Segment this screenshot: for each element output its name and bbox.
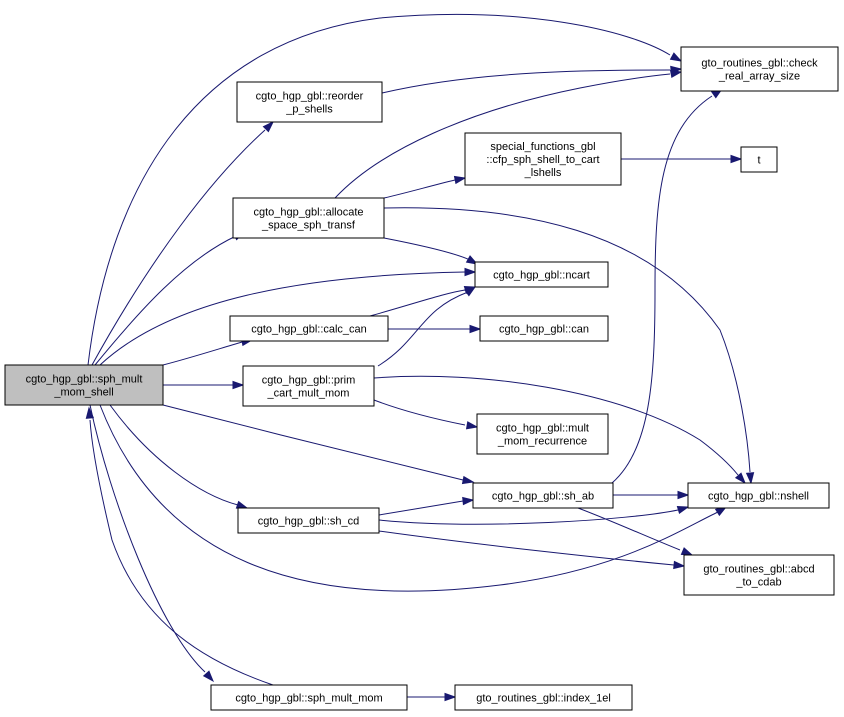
node-label: _mom_recurrence <box>497 436 587 448</box>
node-check-real-array-size[interactable]: gto_routines_gbl::check_real_array_size <box>680 46 839 92</box>
node-label: cgto_hgp_gbl::can <box>499 324 589 336</box>
edge-allocate_space-to-nshell <box>383 207 755 485</box>
arrowhead <box>464 267 477 277</box>
arrowhead <box>465 255 479 265</box>
edge-calc_can-to-ncart <box>369 285 477 317</box>
node-label: cgto_hgp_gbl::allocate <box>253 207 363 219</box>
edge-sph_mult_mom_shell-to-prim_cart_mult_mom <box>163 380 245 390</box>
node-label: _cart_mult_mom <box>267 388 350 400</box>
node-label: cgto_hgp_gbl::calc_can <box>251 324 367 336</box>
edge-prim_cart_mult_mom-to-mult_mom_recurrence <box>373 399 479 430</box>
node-label: _real_array_size <box>718 71 800 83</box>
edge-sph_mult_mom-to-sph_mult_mom_shell <box>85 406 274 686</box>
arrowhead <box>469 324 482 334</box>
arrowhead <box>235 500 249 509</box>
node-label: _space_sph_transf <box>261 220 356 232</box>
node-label: _mom_shell <box>53 387 113 399</box>
node-ncart[interactable]: cgto_hgp_gbl::ncart <box>474 261 609 288</box>
edge-cfp_sph_shell-to-t <box>621 154 743 164</box>
node-sph-mult-mom-shell[interactable]: cgto_hgp_gbl::sph_mult_mom_shell <box>4 364 164 406</box>
node-label: _p_shells <box>285 104 333 116</box>
node-calc-can[interactable]: cgto_hgp_gbl::calc_can <box>229 315 389 342</box>
node-t[interactable]: t <box>740 146 778 173</box>
arrowhead <box>734 472 746 485</box>
edge-prim_cart_mult_mom-to-nshell <box>373 375 746 485</box>
edge-sh_cd-to-sh_ab <box>378 496 475 516</box>
edge-sh_cd-to-abcd_to_cdab <box>378 530 686 570</box>
arrowhead <box>730 154 743 164</box>
arrowhead <box>462 496 475 506</box>
edge-allocate_space-to-check_real_array_size <box>334 69 683 199</box>
node-label: cgto_hgp_gbl::nshell <box>708 491 809 503</box>
node-label: special_functions_gbl <box>490 141 595 153</box>
arrowhead <box>453 175 467 185</box>
arrowhead <box>676 505 690 515</box>
arrowhead <box>262 120 275 133</box>
edge-sph_mult_mom_shell-to-ncart <box>99 267 477 366</box>
edge-sph_mult_mom_shell-to-check_real_array_size <box>87 13 683 366</box>
edge-sph_mult_mom_shell-to-sph_mult_mom <box>89 404 215 683</box>
edge-sh_ab-to-abcd_to_cdab <box>577 507 694 556</box>
edge-allocate_space-to-ncart <box>383 237 479 265</box>
arrowhead <box>461 475 475 485</box>
node-label: cgto_hgp_gbl::sh_ab <box>492 491 594 503</box>
node-index-1el[interactable]: gto_routines_gbl::index_1el <box>454 684 633 711</box>
node-label: cgto_hgp_gbl::sph_mult <box>26 374 143 386</box>
node-mult-mom-recurrence[interactable]: cgto_hgp_gbl::mult_mom_recurrence <box>476 413 609 455</box>
node-reorder-p-shells[interactable]: cgto_hgp_gbl::reorder_p_shells <box>236 81 383 123</box>
edge-sph_mult_mom_shell-to-sh_cd <box>109 404 249 509</box>
arrowhead <box>677 490 690 500</box>
edge-sh_ab-to-check_real_array_size <box>611 88 724 484</box>
arrowhead <box>444 692 457 702</box>
arrowhead <box>465 421 479 430</box>
node-prim-cart-mult-mom[interactable]: cgto_hgp_gbl::prim_cart_mult_mom <box>242 365 375 407</box>
node-nshell[interactable]: cgto_hgp_gbl::nshell <box>687 482 830 509</box>
node-label: ::cfp_sph_shell_to_cart <box>486 154 599 166</box>
arrowhead <box>464 286 477 297</box>
node-label: _lshells <box>524 167 562 179</box>
edge-sph_mult_mom_shell-to-allocate_space <box>94 231 246 366</box>
node-label: cgto_hgp_gbl::sph_mult_mom <box>235 693 382 705</box>
edge-sph_mult_mom-to-index_1el <box>407 692 457 702</box>
node-can[interactable]: cgto_hgp_gbl::can <box>479 315 609 342</box>
arrowhead <box>680 547 694 556</box>
edge-prim_cart_mult_mom-to-ncart <box>377 286 477 367</box>
node-label: gto_routines_gbl::abcd <box>703 564 814 576</box>
node-label: cgto_hgp_gbl::reorder <box>256 91 364 103</box>
node-label: cgto_hgp_gbl::ncart <box>493 270 590 282</box>
arrowhead <box>673 560 686 570</box>
edge-sph_mult_mom_shell-to-reorder_p_shells <box>91 120 275 366</box>
edge-allocate_space-to-cfp_sph_shell <box>383 175 467 199</box>
arrowhead <box>745 472 755 485</box>
node-label: t <box>757 155 760 167</box>
edge-sh_ab-to-nshell <box>613 490 690 500</box>
arrowhead <box>202 670 215 683</box>
edge-sph_mult_mom_shell-to-nshell <box>99 404 728 592</box>
node-label: cgto_hgp_gbl::mult <box>496 423 589 435</box>
arrowhead <box>232 380 245 390</box>
arrowhead <box>85 406 95 419</box>
node-abcd-to-cdab[interactable]: gto_routines_gbl::abcd_to_cdab <box>683 554 835 596</box>
node-sph-mult-mom[interactable]: cgto_hgp_gbl::sph_mult_mom <box>210 684 408 711</box>
node-label: cgto_hgp_gbl::prim <box>262 375 356 387</box>
node-label: _to_cdab <box>735 577 781 589</box>
node-label: cgto_hgp_gbl::sh_cd <box>258 516 360 528</box>
node-label: gto_routines_gbl::check <box>701 58 818 70</box>
arrowhead <box>669 69 683 79</box>
edge-reorder_p_shells-to-check_real_array_size <box>381 65 683 94</box>
node-cfp-sph-shell[interactable]: special_functions_gbl::cfp_sph_shell_to_… <box>464 132 622 186</box>
node-label: gto_routines_gbl::index_1el <box>476 693 611 705</box>
node-allocate-space[interactable]: cgto_hgp_gbl::allocate_space_sph_transf <box>232 197 385 239</box>
edge-sph_mult_mom_shell-to-sh_ab <box>162 404 475 485</box>
edge-sph_mult_mom_shell-to-calc_can <box>162 337 254 366</box>
edge-calc_can-to-can <box>388 324 482 334</box>
node-sh-ab[interactable]: cgto_hgp_gbl::sh_ab <box>472 482 614 509</box>
edge-sh_cd-to-nshell <box>378 505 690 525</box>
arrowhead <box>669 52 683 62</box>
node-sh-cd[interactable]: cgto_hgp_gbl::sh_cd <box>237 507 380 534</box>
